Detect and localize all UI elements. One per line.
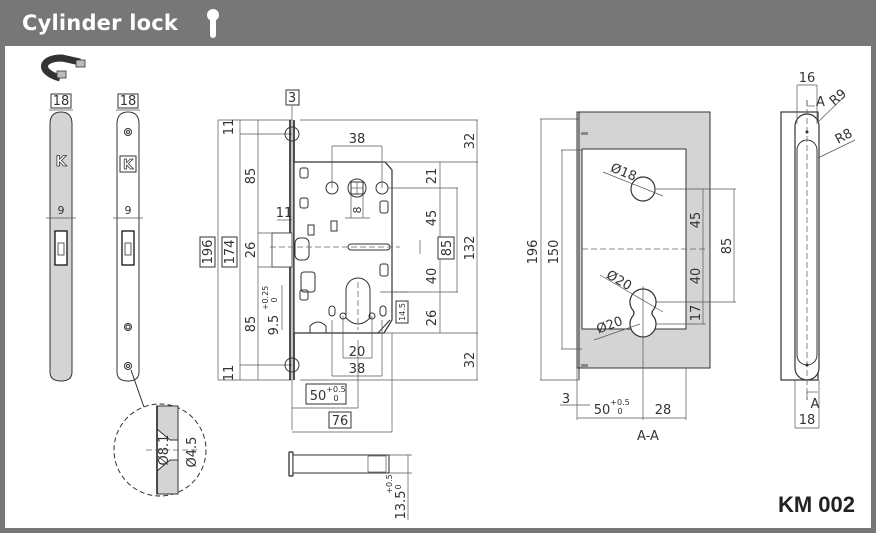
svg-text:K: K xyxy=(56,154,68,170)
svg-text:76: 76 xyxy=(332,414,349,429)
magnet-icon xyxy=(41,54,86,82)
svg-text:32: 32 xyxy=(463,352,478,369)
svg-text:196: 196 xyxy=(201,240,216,265)
svg-text:+0.5: +0.5 xyxy=(326,385,345,394)
svg-text:38: 38 xyxy=(349,362,366,377)
keyhole-icon xyxy=(206,8,220,38)
svg-text:18: 18 xyxy=(120,94,137,109)
svg-text:0: 0 xyxy=(617,407,622,416)
svg-text:R9: R9 xyxy=(827,86,850,109)
main-body-right-dimensions: 32 21 45 85 132 40 26 32 xyxy=(300,119,478,381)
svg-text:21: 21 xyxy=(425,168,440,185)
svg-text:50: 50 xyxy=(594,403,611,418)
svg-text:9: 9 xyxy=(58,204,65,217)
model-code: KM 002 xyxy=(777,492,855,517)
svg-text:11: 11 xyxy=(222,365,237,382)
page-title: Cylinder lock xyxy=(22,11,179,35)
svg-text:A: A xyxy=(811,397,820,412)
svg-text:45: 45 xyxy=(689,212,704,229)
header-bar: Cylinder lock xyxy=(0,0,876,46)
svg-text:17: 17 xyxy=(689,305,704,322)
faceplate-back-view: 18 K 9 xyxy=(113,93,146,411)
svg-text:+0.5: +0.5 xyxy=(385,474,394,493)
svg-text:18: 18 xyxy=(53,94,70,109)
svg-text:45: 45 xyxy=(425,210,440,227)
svg-text:26: 26 xyxy=(244,242,259,259)
side-view: 16 A R9 R8 A 18 xyxy=(780,71,855,429)
svg-text:3: 3 xyxy=(288,91,296,106)
svg-text:20: 20 xyxy=(349,345,366,360)
screw-detail: Ø8.1 Ø4.5 xyxy=(113,403,207,497)
svg-text:13.5: 13.5 xyxy=(394,491,409,520)
svg-text:11: 11 xyxy=(276,206,293,221)
svg-text:8: 8 xyxy=(351,207,364,214)
svg-text:18: 18 xyxy=(799,413,816,428)
svg-text:40: 40 xyxy=(425,268,440,285)
lock-body xyxy=(270,120,400,380)
svg-text:85: 85 xyxy=(440,240,455,257)
svg-text:132: 132 xyxy=(463,236,478,261)
faceplate-front-view: 18 K 9 xyxy=(46,93,76,382)
svg-text:Ø4.5: Ø4.5 xyxy=(185,437,200,468)
svg-text:+0.25: +0.25 xyxy=(261,286,270,311)
svg-text:0: 0 xyxy=(333,394,338,403)
svg-text:196: 196 xyxy=(526,240,541,265)
bolt-view: 13.5 +0.5 0 xyxy=(288,451,412,520)
svg-text:11: 11 xyxy=(222,119,237,136)
svg-text:14.5: 14.5 xyxy=(398,303,407,321)
svg-text:174: 174 xyxy=(223,240,238,265)
svg-text:0: 0 xyxy=(270,297,279,302)
svg-text:+0.5: +0.5 xyxy=(610,398,629,407)
svg-text:0: 0 xyxy=(394,484,403,489)
svg-text:K: K xyxy=(123,158,134,173)
svg-text:85: 85 xyxy=(720,238,735,255)
svg-text:R8: R8 xyxy=(833,126,855,147)
svg-text:9.5: 9.5 xyxy=(267,315,282,336)
svg-text:9: 9 xyxy=(125,204,132,217)
svg-text:26: 26 xyxy=(425,310,440,327)
svg-text:28: 28 xyxy=(655,403,672,418)
svg-text:16: 16 xyxy=(799,71,816,86)
drawing-panel: .ln { stroke:#333; stroke-width:1; fill:… xyxy=(5,46,871,528)
technical-drawing: .ln { stroke:#333; stroke-width:1; fill:… xyxy=(41,54,855,520)
section-aa-view: 196 150 Ø18 Ø20 Ø20 45 40 xyxy=(526,111,736,444)
svg-text:A-A: A-A xyxy=(637,429,659,444)
main-body-left-dimensions: 3 196 174 11 85 26 85 11 11 xyxy=(199,89,300,430)
svg-text:A: A xyxy=(816,95,825,110)
svg-text:3: 3 xyxy=(562,392,570,407)
svg-text:40: 40 xyxy=(689,268,704,285)
svg-text:32: 32 xyxy=(463,133,478,150)
svg-text:85: 85 xyxy=(244,316,259,333)
svg-text:38: 38 xyxy=(349,132,366,147)
svg-text:Ø8.1: Ø8.1 xyxy=(157,435,172,466)
svg-text:85: 85 xyxy=(244,168,259,185)
svg-text:50: 50 xyxy=(310,389,327,404)
svg-text:150: 150 xyxy=(547,240,562,265)
main-body-dimensions: 38 8 20 38 50 +0.5 0 76 xyxy=(292,132,409,433)
